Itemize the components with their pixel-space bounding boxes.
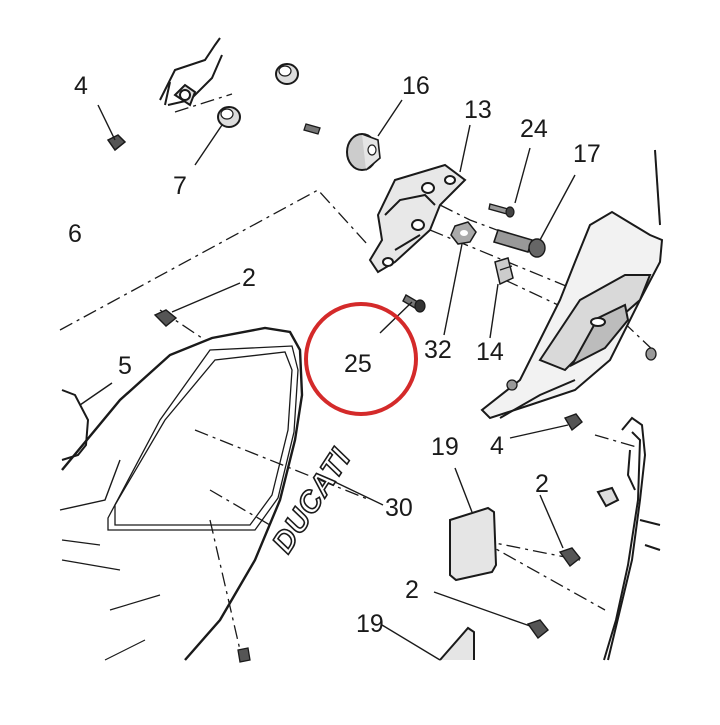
right-lower-frame — [596, 416, 661, 661]
nut-32 — [450, 221, 477, 245]
label-25: 25 — [344, 350, 372, 378]
label-4-top: 4 — [74, 72, 88, 100]
highlight-circle-25 — [304, 302, 418, 416]
label-32: 32 — [424, 336, 452, 364]
label-7: 7 — [173, 172, 187, 200]
grommet-top — [275, 63, 299, 85]
label-24: 24 — [520, 115, 548, 143]
clip-4-top — [106, 134, 127, 152]
bolt-17 — [492, 229, 546, 258]
clip-right-lower — [506, 379, 518, 391]
grommet-7 — [217, 106, 241, 128]
fastener-bottom — [237, 647, 251, 663]
screw-top-left — [303, 123, 321, 135]
label-4-right: 4 — [490, 432, 504, 460]
upper-mount-bracket — [159, 37, 223, 107]
cover-plate-19-lower — [439, 626, 475, 661]
label-17: 17 — [573, 140, 601, 168]
clip-nut-14 — [494, 257, 514, 286]
label-19-right: 19 — [431, 433, 459, 461]
label-19-lower: 19 — [356, 610, 384, 638]
clip-2-upper — [153, 309, 178, 327]
label-14: 14 — [476, 338, 504, 366]
part-number-labels: 4 7 16 13 24 17 6 2 5 25 32 14 19 4 2 30… — [68, 72, 601, 638]
screw-24 — [488, 203, 515, 218]
leader-lines — [79, 99, 576, 661]
cover-plate-19-right — [449, 506, 498, 582]
side-panel-right — [480, 149, 664, 420]
main-fairing-30 — [59, 326, 304, 661]
label-30: 30 — [385, 494, 413, 522]
clip-4-right — [563, 413, 583, 432]
fairing-panel-5 — [61, 389, 90, 461]
screw-25 — [402, 294, 426, 313]
clip-right-small — [645, 347, 657, 361]
label-5: 5 — [118, 352, 132, 380]
label-6: 6 — [68, 220, 82, 248]
bracket-13 — [368, 163, 467, 274]
clip-2-lower — [526, 619, 549, 640]
label-2-lower: 2 — [405, 576, 419, 604]
clip-2-right — [558, 547, 581, 568]
label-16: 16 — [402, 72, 430, 100]
label-13: 13 — [464, 96, 492, 124]
spacer-16 — [346, 133, 381, 171]
label-2-upper: 2 — [242, 264, 256, 292]
label-2-right: 2 — [535, 470, 549, 498]
